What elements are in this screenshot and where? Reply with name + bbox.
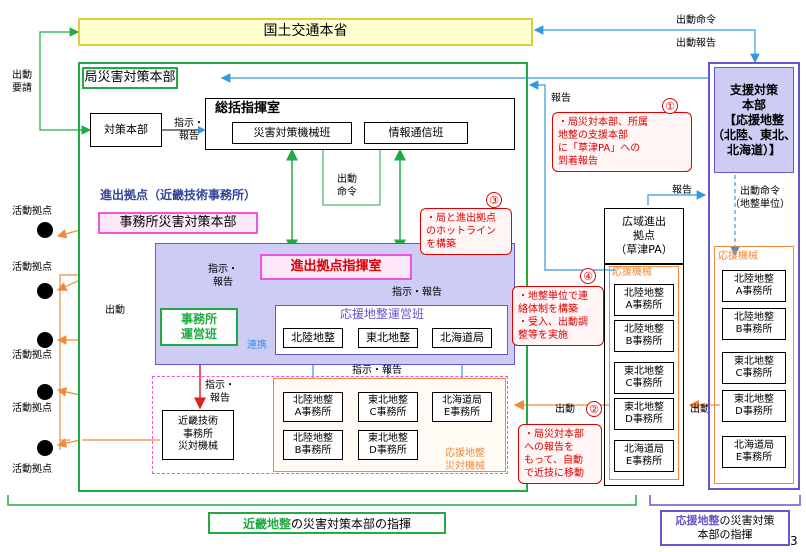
office-team: 事務所 運営班 [160,308,238,346]
activity-dot-5 [37,440,53,456]
hq-box: 対策本部 [90,113,162,147]
command-title: 総括指揮室 [215,101,281,116]
callout-2: ・局災対本部 への報告を もって、自動 で近技に移動 [518,424,602,484]
wide-item-b: 北陸地整 B事務所 [614,320,674,352]
support-footer-text: の災害対策 本部の指揮 [697,513,775,541]
support-footer-accent: 応援地整 [675,513,720,527]
callout-1-num: ① [662,98,678,114]
support-order-label: 出動命令 （地整単位） [730,186,790,210]
wide-item-a: 北陸地整 A事務所 [614,284,674,316]
wide-item-e: 北海道局 E事務所 [614,440,674,472]
support-brace [649,495,801,506]
request-label: 出動 要請 [12,70,32,94]
support-machinery-label2: 応援機械 [718,251,758,262]
machinery-team: 災害対策機械班 [232,122,352,144]
activity-dot-3 [37,332,53,348]
support-item-a: 北陸地整 A事務所 [722,270,786,302]
support-item-c: 東北地整 C事務所 [722,352,786,384]
machinery-area [152,376,508,474]
request-loop-line [39,27,92,135]
activity-label-1: 活動拠点 [12,206,52,217]
callout-4: ・地整単位で連 絡体制を構築 ・受入、出動調 整等を実施 [512,286,604,346]
link-label: 連携 [247,340,267,351]
order-label: 出動命令 [676,15,716,26]
bureau-frame [78,62,528,492]
wide-item-c: 東北地整 C事務所 [614,362,674,394]
base-instr-right: 指示・報告 [392,287,442,298]
wide-item-d: 東北地整 D事務所 [614,398,674,430]
callout-3: ・局と進出拠点 のホットライン を構築 [420,208,512,255]
hq-instr-label: 指示・ 報告 [174,118,204,142]
office-b: 北陸地整 B事務所 [283,430,343,460]
base-title: 進出拠点（近畿技術事務所） [100,188,257,202]
office-d: 東北地整 D事務所 [358,430,418,460]
callout-1: ・局災対本部、所属 地整の支援本部 に「草津PA」への 到着報告 [552,112,692,172]
support-footer: 応援地整の災害対策 本部の指揮 [660,510,790,546]
mlit-support-line [533,25,760,64]
callout-2-num: ② [586,401,602,417]
page-number: 3 [790,534,798,548]
comm-team: 情報通信班 [364,122,468,144]
activity-dot-1 [37,222,53,238]
support-title: 支援対策 本部 【応援地整 （北陸、東北、 北海道）】 [712,67,796,173]
activity-dot-2 [37,283,53,299]
base-command-room: 進出拠点指揮室 [260,254,412,280]
wide-report-line [647,190,707,205]
wide-base-title: 広域進出 拠点 （草津PA） [604,208,684,264]
instr-mid-label: 指示・報告 [352,365,402,376]
support-frame [708,62,800,490]
dispatch-order-label: 出動 命令 [337,174,357,198]
activity-label-2: 活動拠点 [12,262,52,273]
kinki-footer: 近畿地整の災害対策本部の指揮 [208,512,446,534]
group-hokuriku: 北陸地整 [283,328,343,348]
activity-dot-4 [37,384,53,400]
activity-label-4: 活動拠点 [12,403,52,414]
callout-3-num: ③ [486,192,502,208]
dispatch-left-label: 出動 [105,305,125,316]
support-machinery-frame2 [714,246,794,484]
support-item-d: 東北地整 D事務所 [722,390,786,422]
activity-label-5: 活動拠点 [12,464,52,475]
wide-bureau-line [528,80,616,271]
office-c: 東北地整 C事務所 [358,392,418,422]
support-machinery-label: 応援地整 災対機械 [445,448,485,472]
kinki-footer-accent: 近畿地整 [242,516,291,531]
kinki-footer-text: の災害対策本部の指揮 [291,516,412,531]
dispatch2-label: 出動 [690,404,710,415]
office-hq-box: 事務所災害対策本部 [98,212,258,234]
mlit-box: 国土交通本省 [78,18,533,46]
kinki-machinery: 近畿技術 事務所 災対機械 [162,410,234,460]
office-e: 北海道局 E事務所 [432,392,492,422]
office-a: 北陸地整 A事務所 [283,392,343,422]
dispatch-wide-label: 出動 [555,404,575,415]
kinki-instr-label: 指示・ 報告 [205,380,235,404]
wide-base-frame [604,264,684,486]
support-item-b: 北陸地整 B事務所 [722,308,786,340]
kinki-brace [7,495,637,506]
bureau-title: 局災害対策本部 [82,67,178,89]
wide-machinery-frame [609,266,679,480]
report-label: 報告 [551,93,571,104]
base-instr-left: 指示・ 報告 [208,264,238,288]
report2-label: 報告 [672,185,692,196]
support-item-e: 北海道局 E事務所 [722,436,786,468]
report-top-label: 出動報告 [676,38,716,49]
ops-title: 応援地整運営班 [340,307,425,321]
group-hokkaido: 北海道局 [432,328,492,348]
group-tohoku: 東北地整 [358,328,418,348]
activity-label-3: 活動拠点 [12,350,52,361]
callout-4-num: ④ [580,268,596,284]
wide-machinery-label: 応援機械 [612,267,652,278]
